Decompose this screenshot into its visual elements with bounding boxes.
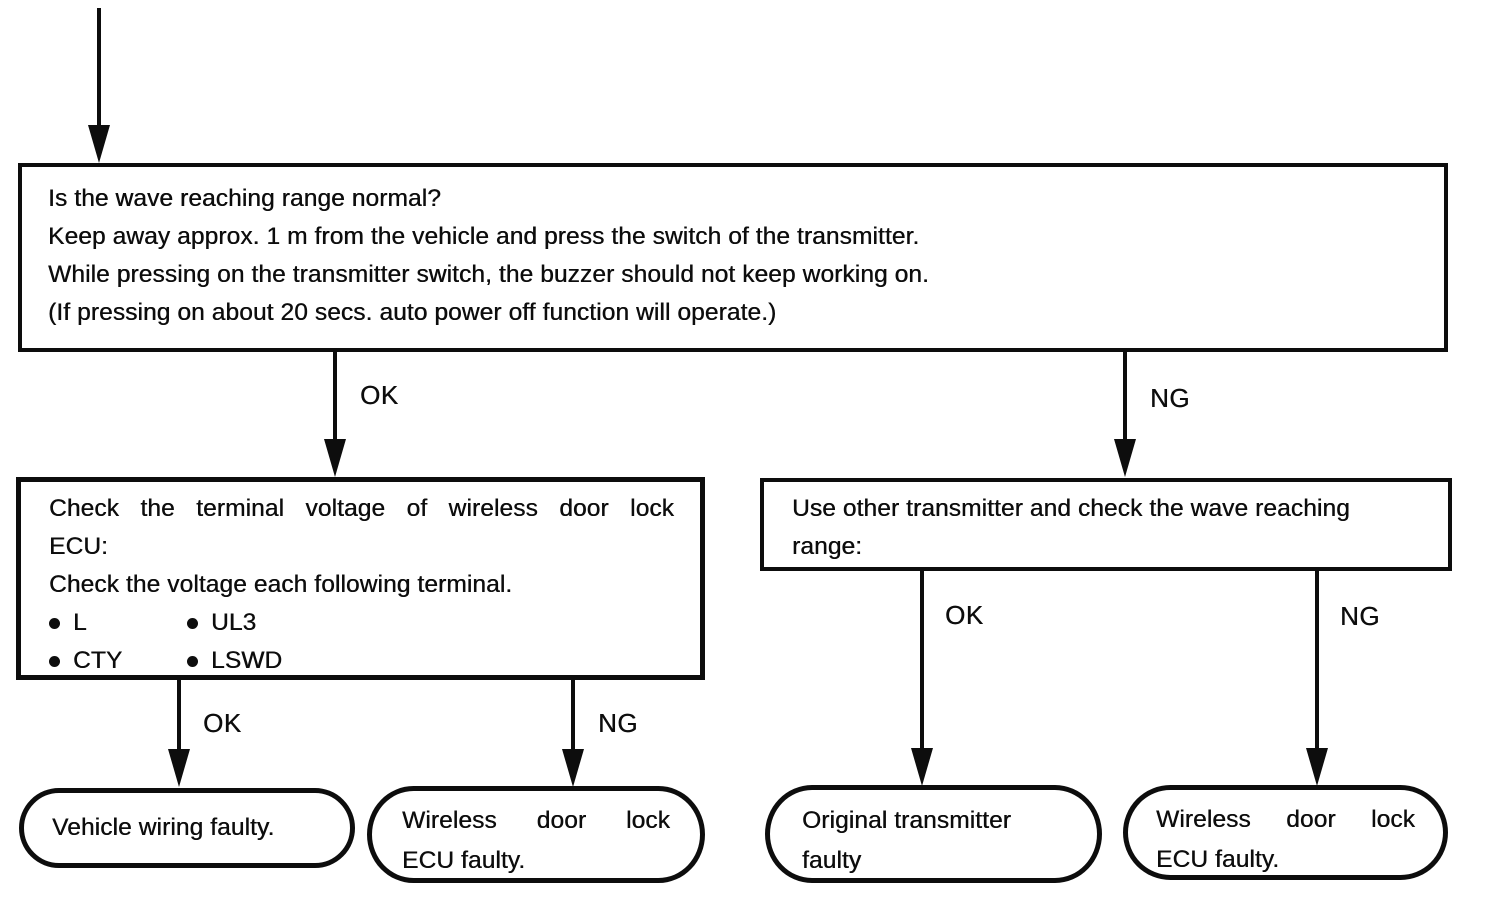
terminal-row-2: CTY LSWD bbox=[49, 642, 674, 680]
top-ok-arrowhead-icon bbox=[324, 439, 346, 477]
right-ng-arrowhead-icon bbox=[1306, 748, 1328, 786]
terminal-item: L bbox=[49, 604, 187, 642]
top-ng-label: NG bbox=[1150, 383, 1190, 413]
question-line-2: Keep away approx. 1 m from the vehicle a… bbox=[48, 223, 920, 250]
entry-arrowhead-icon bbox=[88, 125, 110, 163]
terminal-label: L bbox=[73, 609, 87, 636]
bullet-icon bbox=[49, 655, 60, 667]
action-box-terminal-voltage: Check the terminal voltage of wireless d… bbox=[16, 477, 705, 680]
terminal-label: LSWD bbox=[211, 647, 283, 674]
bullet-icon bbox=[187, 655, 198, 667]
result-box-original-transmitter: Original transmitter faulty bbox=[765, 785, 1102, 883]
result-box-wireless-ecu-left: Wireless door lock ECU faulty. bbox=[367, 786, 705, 883]
left-ng-arrow-shaft bbox=[571, 680, 575, 753]
result-text-line-2: faulty bbox=[802, 847, 862, 874]
left-ok-arrowhead-icon bbox=[168, 749, 190, 787]
result-text-line-2: ECU faulty. bbox=[402, 847, 526, 874]
question-line-4: (If pressing on about 20 secs. auto powe… bbox=[48, 299, 777, 326]
other-transmitter-line-1: Use other transmitter and check the wave… bbox=[792, 495, 1350, 522]
result-text-line-1: Wireless door lock bbox=[402, 807, 670, 834]
left-ok-arrow-shaft bbox=[177, 680, 181, 753]
top-ng-arrow-shaft bbox=[1123, 352, 1127, 443]
right-ng-label: NG bbox=[1340, 601, 1380, 631]
right-ng-arrow-shaft bbox=[1315, 571, 1319, 752]
right-ok-arrowhead-icon bbox=[911, 748, 933, 786]
result-text: Vehicle wiring faulty. bbox=[52, 814, 275, 841]
left-ng-label: NG bbox=[598, 708, 638, 738]
result-box-wireless-ecu-right: Wireless door lock ECU faulty. bbox=[1123, 785, 1448, 880]
question-line-1: Is the wave reaching range normal? bbox=[48, 185, 441, 212]
top-ok-arrow-shaft bbox=[333, 352, 337, 443]
right-ok-label: OK bbox=[945, 600, 984, 630]
left-ng-arrowhead-icon bbox=[562, 749, 584, 787]
terminal-item: CTY bbox=[49, 642, 187, 680]
top-ng-arrowhead-icon bbox=[1114, 439, 1136, 477]
terminal-voltage-line-1: Check the terminal voltage of wireless d… bbox=[49, 495, 674, 522]
bullet-icon bbox=[49, 617, 60, 629]
result-text-line-1: Wireless door lock bbox=[1156, 806, 1415, 833]
entry-arrow-shaft bbox=[97, 8, 101, 129]
terminal-voltage-line-3: Check the voltage each following termina… bbox=[49, 571, 513, 598]
right-ok-arrow-shaft bbox=[920, 571, 924, 752]
bullet-icon bbox=[187, 617, 198, 629]
result-box-vehicle-wiring: Vehicle wiring faulty. bbox=[19, 788, 355, 868]
terminal-item: LSWD bbox=[187, 642, 282, 680]
terminal-voltage-line-2: ECU: bbox=[49, 533, 108, 560]
terminal-item: UL3 bbox=[187, 604, 256, 642]
result-text-line-2: ECU faulty. bbox=[1156, 846, 1280, 873]
terminal-label: UL3 bbox=[211, 609, 257, 636]
top-ok-label: OK bbox=[360, 380, 399, 410]
question-box-wave-range: Is the wave reaching range normal? Keep … bbox=[18, 163, 1448, 352]
terminal-label: CTY bbox=[73, 647, 123, 674]
other-transmitter-line-2: range: bbox=[792, 533, 863, 560]
question-line-3: While pressing on the transmitter switch… bbox=[48, 261, 929, 288]
result-text-line-1: Original transmitter bbox=[802, 807, 1011, 834]
action-box-other-transmitter: Use other transmitter and check the wave… bbox=[760, 478, 1452, 571]
left-ok-label: OK bbox=[203, 708, 242, 738]
terminal-row-1: L UL3 bbox=[49, 604, 674, 642]
